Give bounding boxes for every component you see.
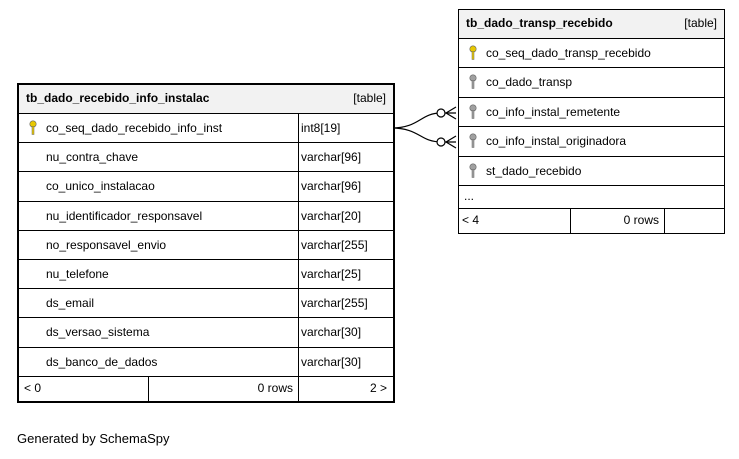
optional-marker — [436, 137, 446, 147]
column-row[interactable]: co_seq_dado_recebido_info_inst int8[19] — [19, 114, 393, 144]
column-row[interactable]: nu_contra_chave varchar[96] — [19, 143, 393, 173]
table-tb-dado-transp-recebido[interactable]: tb_dado_transp_recebido [table] co_seq_d… — [458, 9, 725, 234]
table-footer: < 4 0 rows — [459, 208, 724, 233]
column-row[interactable]: ds_versao_sistema varchar[30] — [19, 318, 393, 348]
relation-remetente-line — [390, 112, 456, 129]
footer-rows: 0 rows — [257, 380, 293, 395]
column-name: co_unico_instalacao — [46, 179, 155, 194]
relation-originadora-line — [390, 127, 456, 143]
table-name: tb_dado_transp_recebido — [466, 16, 613, 30]
key-icon — [469, 133, 477, 148]
column-name: nu_identificador_responsavel — [46, 208, 203, 223]
crowfoot-marker — [445, 135, 457, 149]
column-divider — [298, 114, 299, 143]
column-row[interactable]: co_unico_instalacao varchar[96] — [19, 172, 393, 202]
column-type: varchar[96] — [301, 150, 362, 165]
column-type: varchar[96] — [301, 179, 362, 194]
column-type: varchar[20] — [301, 208, 362, 223]
table-footer: < 0 0 rows 2 > — [19, 376, 393, 401]
column-row[interactable]: st_dado_recebido — [459, 157, 724, 186]
column-divider — [298, 259, 299, 289]
footer-rows: 0 rows — [623, 212, 659, 227]
table-tb-dado-recebido-info-instalac[interactable]: tb_dado_recebido_info_instalac [table] c… — [17, 83, 395, 403]
key-icon — [469, 45, 477, 60]
footer-rows-cell: 0 rows — [148, 376, 299, 401]
footer-parents: < 4 — [462, 212, 480, 227]
column-divider — [298, 347, 299, 376]
key-icon — [29, 120, 37, 135]
column-row[interactable]: ds_banco_de_dados varchar[30] — [19, 347, 393, 377]
more-columns-label: ... — [464, 188, 475, 203]
column-row[interactable]: ds_email varchar[255] — [19, 289, 393, 319]
footer-parents-cell: < 0 — [19, 376, 149, 401]
column-type: varchar[255] — [301, 296, 368, 311]
column-divider — [298, 230, 299, 259]
column-name: nu_telefone — [46, 266, 109, 281]
column-divider — [298, 289, 299, 318]
column-divider — [298, 172, 299, 201]
footer-parents: < 0 — [24, 380, 42, 395]
column-name: co_dado_transp — [486, 75, 573, 90]
column-type: varchar[255] — [301, 237, 368, 252]
column-name: nu_contra_chave — [46, 150, 139, 165]
column-divider — [298, 143, 299, 172]
column-type: int8[19] — [301, 121, 341, 135]
column-row[interactable]: co_dado_transp — [459, 68, 724, 98]
column-row[interactable]: co_info_instal_remetente — [459, 98, 724, 128]
table-kind: [table] — [684, 16, 717, 30]
column-divider — [298, 318, 299, 347]
table-header: tb_dado_recebido_info_instalac [table] — [19, 85, 393, 114]
column-type: varchar[30] — [301, 354, 362, 369]
more-columns: ... — [459, 186, 724, 209]
footer-children: 2 > — [369, 380, 387, 395]
footer-rows-cell: 0 rows — [570, 208, 665, 233]
column-name: co_info_instal_originadora — [486, 134, 627, 149]
crowfoot-marker — [445, 106, 457, 120]
table-name: tb_dado_recebido_info_instalac — [26, 91, 210, 105]
key-icon — [469, 163, 477, 178]
column-row[interactable]: co_info_instal_originadora — [459, 127, 724, 157]
column-row[interactable]: co_seq_dado_transp_recebido — [459, 39, 724, 69]
column-row[interactable]: nu_identificador_responsavel varchar[20] — [19, 201, 393, 231]
optional-marker — [436, 108, 446, 118]
column-name: no_responsavel_envio — [46, 237, 167, 252]
column-name: co_info_instal_remetente — [486, 104, 621, 119]
column-name: ds_email — [46, 296, 95, 311]
key-icon — [469, 74, 477, 90]
column-name: st_dado_recebido — [486, 163, 582, 178]
column-name: ds_versao_sistema — [46, 325, 150, 340]
column-name: co_seq_dado_transp_recebido — [486, 46, 651, 60]
column-row[interactable]: nu_telefone varchar[25] — [19, 259, 393, 290]
column-name: co_seq_dado_recebido_info_inst — [46, 121, 223, 135]
generator-credit: Generated by SchemaSpy — [17, 431, 170, 446]
column-type: varchar[30] — [301, 325, 362, 340]
table-kind: [table] — [353, 91, 386, 105]
table-header: tb_dado_transp_recebido [table] — [459, 10, 724, 39]
column-type: varchar[25] — [301, 266, 362, 281]
key-icon — [469, 104, 477, 119]
column-name: ds_banco_de_dados — [46, 354, 158, 369]
footer-parents-cell: < 4 — [459, 208, 571, 233]
column-divider — [298, 201, 299, 230]
column-row[interactable]: no_responsavel_envio varchar[255] — [19, 230, 393, 260]
